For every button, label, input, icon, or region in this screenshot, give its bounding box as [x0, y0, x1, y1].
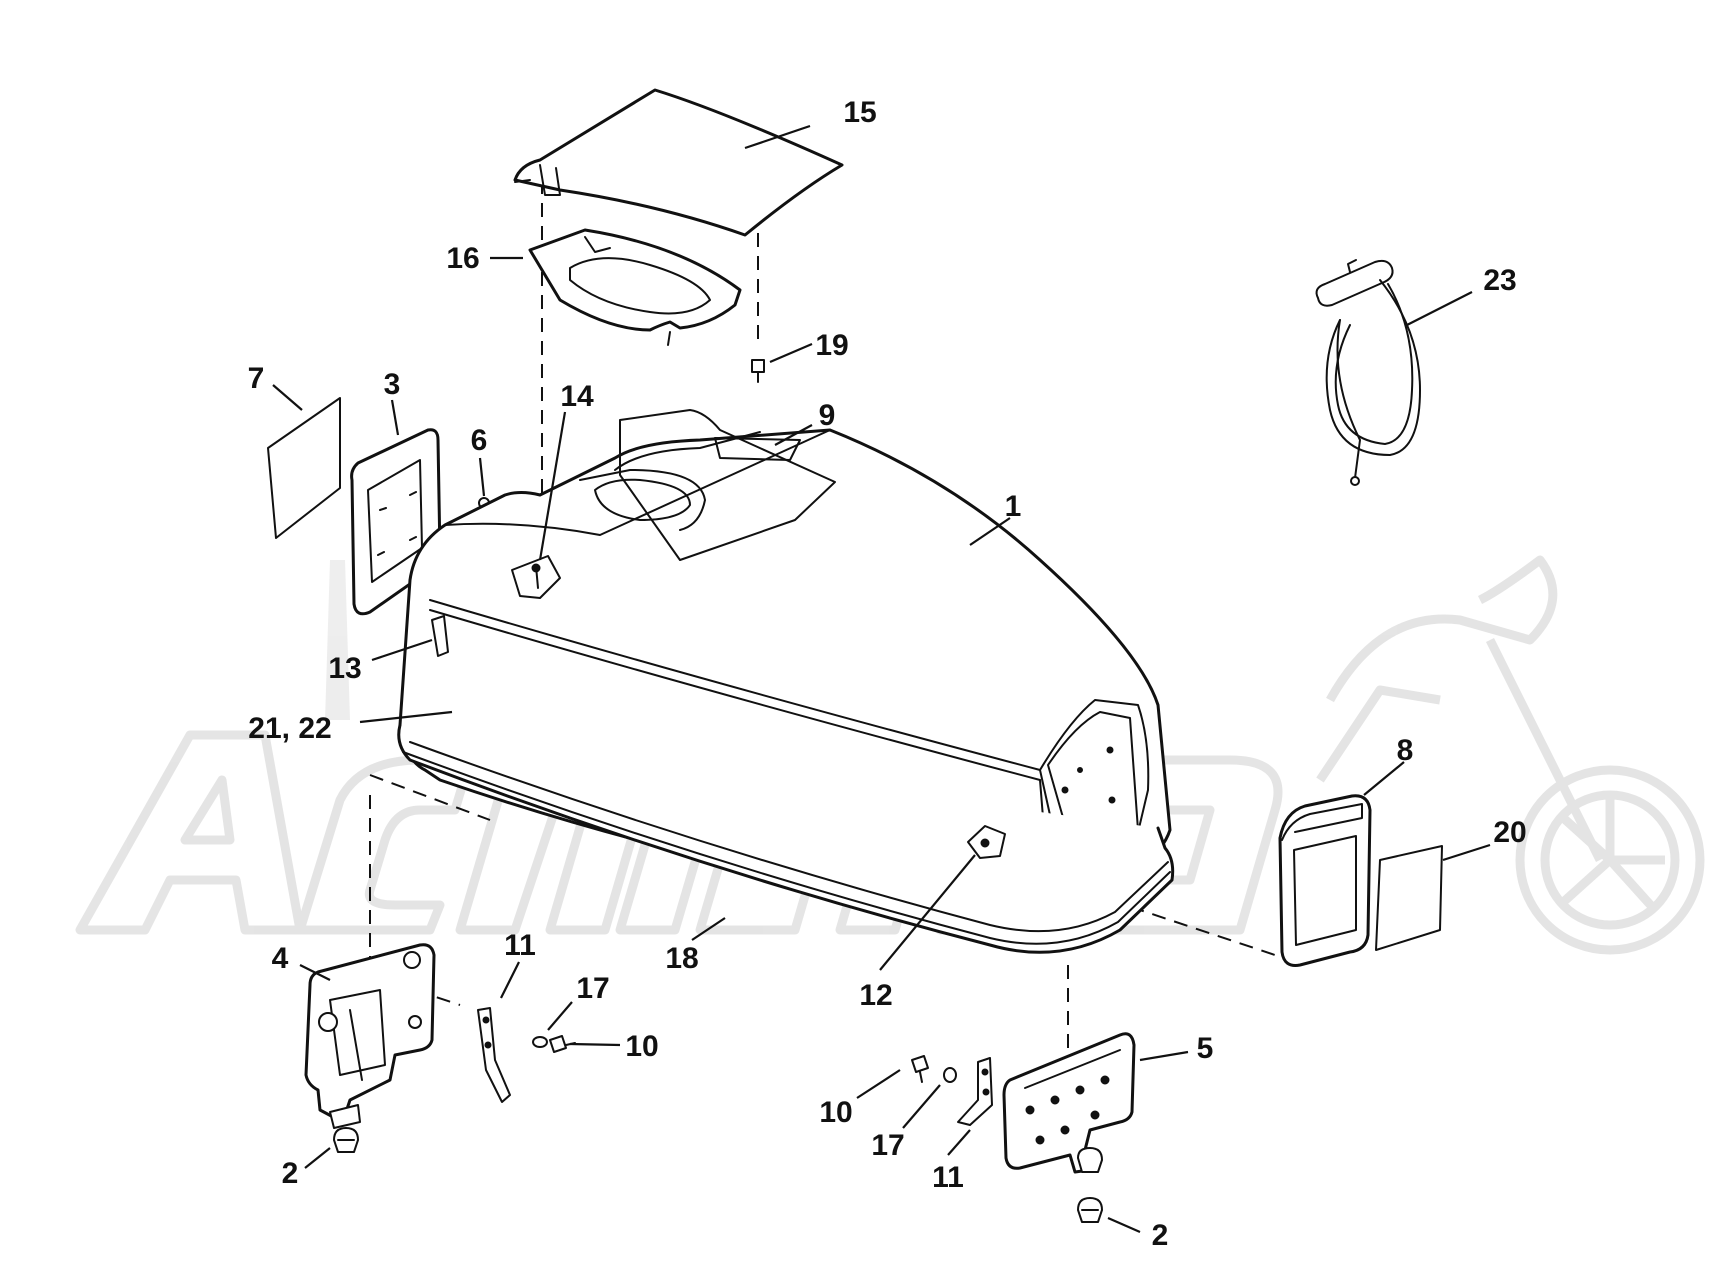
part-11-clip-left	[477, 1007, 511, 1103]
callout-6: 6	[471, 424, 488, 457]
callout-1: 1	[1005, 490, 1022, 523]
callout-17-right: 17	[871, 1129, 904, 1162]
part-11-clip-right	[957, 1057, 993, 1126]
callout-9: 9	[819, 399, 836, 432]
callout-leader-lines	[272, 124, 1491, 1234]
part-18-lower-seal	[397, 723, 1175, 954]
callout-18: 18	[665, 942, 698, 975]
callout-17-left: 17	[576, 972, 609, 1005]
callout-8: 8	[1397, 734, 1414, 767]
part-15-top-cover	[513, 88, 844, 237]
part-14-bracket	[511, 555, 561, 599]
part-17-washer-left	[532, 1036, 548, 1048]
callout-3: 3	[384, 368, 401, 401]
callout-2-right: 2	[1152, 1219, 1169, 1252]
callout-4: 4	[272, 942, 289, 975]
part-12-latch	[967, 825, 1006, 859]
callout-10-right: 10	[819, 1096, 852, 1129]
part-17-washer-right	[943, 1067, 957, 1083]
part-19-screw	[751, 359, 765, 383]
part-23-starter-rope	[1315, 259, 1421, 486]
callout-20: 20	[1493, 816, 1526, 849]
callout-10-left: 10	[625, 1030, 658, 1063]
part-2-plug-right	[1077, 1197, 1103, 1223]
part-13-strip	[431, 615, 449, 657]
callout-23: 23	[1483, 264, 1516, 297]
callout-19: 19	[815, 329, 848, 362]
callout-15: 15	[843, 96, 876, 129]
callout-12: 12	[859, 979, 892, 1012]
callout-11-right: 11	[932, 1161, 964, 1194]
callout-7: 7	[248, 362, 265, 395]
part-5-mounting-plate	[1002, 1032, 1136, 1174]
callout-14: 14	[560, 380, 594, 413]
part-4-mounting-bracket	[304, 943, 436, 1129]
part-8-side-frame	[1278, 794, 1372, 967]
part-2-plug-left	[333, 1127, 359, 1153]
part-20-decal	[1375, 845, 1443, 951]
callout-5: 5	[1197, 1032, 1214, 1065]
callout-13: 13	[328, 652, 361, 685]
callout-2-left: 2	[282, 1157, 299, 1190]
callout-11-left: 11	[504, 929, 536, 962]
callout-21-22: 21, 22	[248, 712, 331, 745]
part-10-bolt-right	[911, 1055, 929, 1083]
part-16-grille-plate	[528, 228, 742, 346]
part-7-decal	[267, 397, 341, 539]
callout-16: 16	[446, 242, 479, 275]
callout-labels: 15 16 19 23 7 3 14 9 6 1 13 21, 22 8 20 …	[248, 96, 1527, 1252]
